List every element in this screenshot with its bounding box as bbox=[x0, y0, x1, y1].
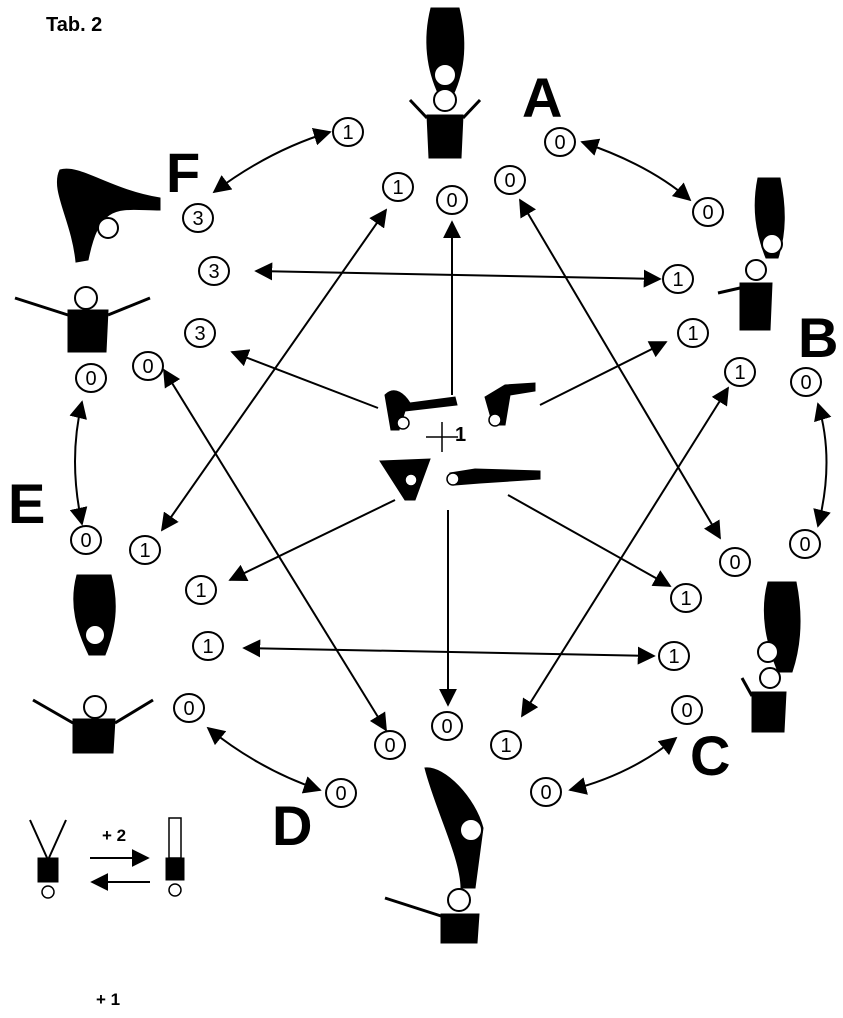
score-node-value: 0 bbox=[384, 735, 395, 757]
score-node-l2: 1 bbox=[193, 632, 223, 660]
score-node-value: 1 bbox=[500, 735, 511, 757]
score-node-b-mid: 1 bbox=[663, 265, 693, 293]
score-node-d-right: 1 bbox=[491, 731, 521, 759]
gymnast-figure-a bbox=[410, 8, 480, 158]
arrow-diag-a-c bbox=[520, 200, 720, 538]
arrow-center-lr bbox=[508, 495, 670, 586]
arrow-a-to-b bbox=[582, 142, 690, 200]
score-node-a-inner1: 0 bbox=[495, 166, 525, 194]
arrow-diag-f-e bbox=[162, 210, 386, 530]
arrow-f3-to-b1 bbox=[256, 271, 660, 279]
score-node-value: 0 bbox=[142, 356, 153, 378]
legend-up-label: + 2 bbox=[102, 826, 126, 846]
score-nodes: 0 0 0 0 1 1 1 0 0 0 1 1 0 0 0 0 1 0 0 0 0 1 1 3 3 3 1 1 1 0 bbox=[71, 118, 821, 807]
gymnast-figure-d bbox=[385, 768, 483, 943]
arrow-center-ur bbox=[540, 342, 666, 405]
score-node-value: 1 bbox=[139, 540, 150, 562]
group-label-b: B bbox=[798, 310, 838, 366]
score-node-c-up: 1 bbox=[671, 584, 701, 612]
score-node-b-top: 0 bbox=[693, 198, 723, 226]
score-node-f-in: 1 bbox=[383, 173, 413, 201]
legend-down-label: + 1 bbox=[96, 990, 120, 1010]
score-node-b-low: 1 bbox=[678, 319, 708, 347]
arrow-center-ll bbox=[230, 500, 395, 580]
score-node-c-mid: 1 bbox=[659, 642, 689, 670]
score-node-f-top: 1 bbox=[333, 118, 363, 146]
score-node-value: 0 bbox=[681, 700, 692, 722]
arrow-b-right bbox=[818, 404, 827, 526]
score-node-f-c: 3 bbox=[185, 319, 215, 347]
score-node-value: 0 bbox=[702, 202, 713, 224]
group-label-f: F bbox=[166, 145, 200, 201]
score-node-e-low: 0 bbox=[71, 526, 101, 554]
arrow-e-left bbox=[75, 402, 82, 524]
gymnast-figure-f bbox=[15, 169, 160, 352]
score-node-value: 3 bbox=[208, 261, 219, 283]
gymnast-figure-c bbox=[742, 582, 800, 732]
arrow-d-bottom bbox=[208, 728, 320, 790]
legend-figure-straight bbox=[166, 818, 184, 896]
score-node-value: 0 bbox=[183, 698, 194, 720]
score-node-b-in: 1 bbox=[725, 358, 755, 386]
arrow-diag-e-d bbox=[164, 370, 386, 730]
score-node-l1: 1 bbox=[186, 576, 216, 604]
score-node-f-a: 3 bbox=[183, 204, 213, 232]
score-node-l3: 0 bbox=[174, 694, 204, 722]
gymnast-figure-e bbox=[33, 575, 153, 753]
page-title: Tab. 2 bbox=[46, 14, 102, 37]
gymnast-figure-b bbox=[718, 178, 784, 330]
score-node-c-outer: 0 bbox=[790, 530, 820, 558]
score-node-value: 0 bbox=[729, 552, 740, 574]
score-node-value: 1 bbox=[680, 588, 691, 610]
score-node-e-in: 0 bbox=[133, 352, 163, 380]
score-node-value: 1 bbox=[195, 580, 206, 602]
score-node-e-low-in: 1 bbox=[130, 536, 160, 564]
score-node-d-mid: 0 bbox=[432, 712, 462, 740]
group-label-e: E bbox=[8, 476, 45, 532]
score-node-e-up: 0 bbox=[76, 364, 106, 392]
score-node-d-bottom: 0 bbox=[326, 779, 356, 807]
score-node-value: 0 bbox=[799, 534, 810, 556]
score-node-c-low: 0 bbox=[672, 696, 702, 724]
score-node-value: 0 bbox=[504, 170, 515, 192]
score-node-value: 1 bbox=[668, 646, 679, 668]
center-label: 1 bbox=[455, 424, 466, 447]
score-node-value: 0 bbox=[85, 368, 96, 390]
score-node-a-inner2: 0 bbox=[437, 186, 467, 214]
score-node-c-bottom: 0 bbox=[531, 778, 561, 806]
score-node-value: 3 bbox=[194, 323, 205, 345]
arrow-diag-b-d bbox=[522, 388, 728, 716]
score-node-value: 0 bbox=[335, 783, 346, 805]
score-node-f-b: 3 bbox=[199, 257, 229, 285]
score-node-a-outer: 0 bbox=[545, 128, 575, 156]
score-node-b-outer: 0 bbox=[791, 368, 821, 396]
group-label-c: C bbox=[690, 728, 730, 784]
score-node-value: 0 bbox=[554, 132, 565, 154]
score-node-value: 1 bbox=[202, 636, 213, 658]
legend-figure-split bbox=[30, 820, 66, 898]
score-node-value: 0 bbox=[80, 530, 91, 552]
score-node-value: 3 bbox=[192, 208, 203, 230]
score-node-value: 0 bbox=[540, 782, 551, 804]
score-node-value: 0 bbox=[800, 372, 811, 394]
score-node-value: 1 bbox=[672, 269, 683, 291]
arrow-f-to-a bbox=[214, 132, 330, 192]
score-node-value: 1 bbox=[392, 177, 403, 199]
score-node-value: 1 bbox=[734, 362, 745, 384]
score-node-value: 1 bbox=[687, 323, 698, 345]
score-node-value: 0 bbox=[441, 716, 452, 738]
score-node-c-top-in: 0 bbox=[720, 548, 750, 576]
group-label-a: A bbox=[522, 70, 562, 126]
score-node-value: 1 bbox=[342, 122, 353, 144]
score-node-value: 0 bbox=[446, 190, 457, 212]
arrow-c-bottom bbox=[570, 738, 676, 790]
score-node-d-left: 0 bbox=[375, 731, 405, 759]
group-label-d: D bbox=[272, 798, 312, 854]
